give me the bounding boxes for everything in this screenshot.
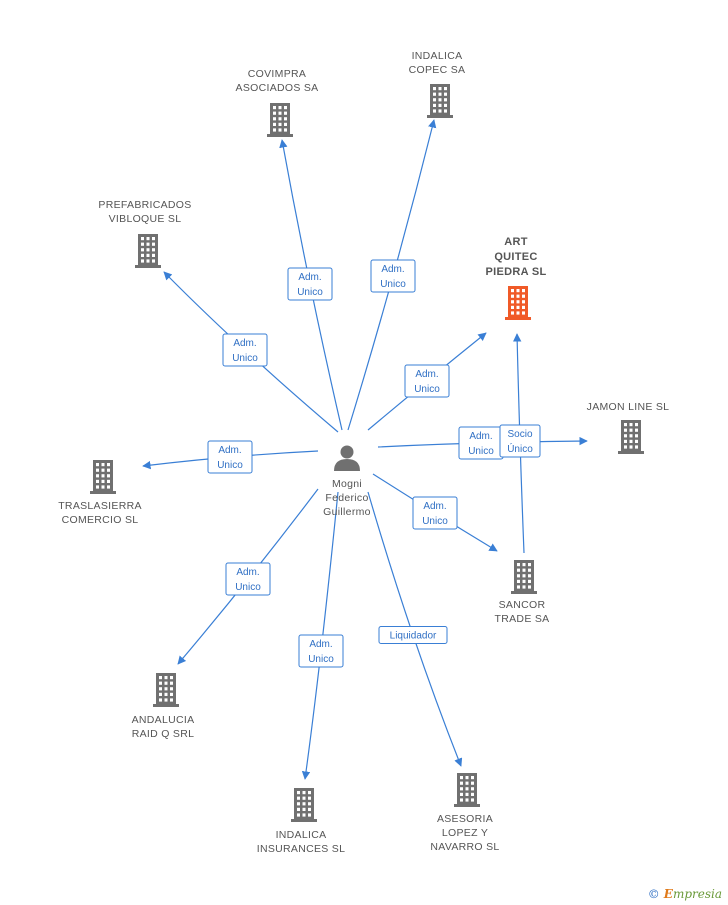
company-name-line: INSURANCES SL <box>257 843 346 855</box>
edge-label-box <box>370 259 416 293</box>
company-name-line: INDALICA <box>276 829 327 841</box>
edge-label-asesoria[interactable]: Liquidador <box>378 626 448 644</box>
edge-label-text: Liquidador <box>390 631 437 642</box>
company-node-art-quitec[interactable]: ART QUITEC PIEDRA SL <box>486 236 547 320</box>
edge-label-box <box>225 562 271 596</box>
building-icon <box>505 286 531 320</box>
company-name-line: JAMON LINE SL <box>587 401 670 413</box>
edge-label-text: Adm. <box>309 639 332 650</box>
company-name-line: COVIMPRA <box>248 68 306 80</box>
edge-label-box <box>499 424 541 458</box>
edge-label-text: Único <box>507 442 533 455</box>
company-node-indalica-insurances[interactable]: INDALICA INSURANCES SL <box>257 788 346 855</box>
company-name-line: LOPEZ Y <box>442 827 488 839</box>
company-node-sancor[interactable]: SANCOR TRADE SA <box>495 560 550 625</box>
edge-label-text: Adm. <box>423 501 446 512</box>
edge-label-box <box>287 267 333 301</box>
person-icon <box>334 445 360 471</box>
edge-label-text: Unico <box>422 516 448 527</box>
company-name-line: NAVARRO SL <box>430 841 499 853</box>
edge-label-box <box>207 440 253 474</box>
building-icon <box>267 103 293 137</box>
edge-label-box <box>378 626 448 644</box>
company-name-line: ART <box>504 236 528 248</box>
company-name-line: TRASLASIERRA <box>58 500 142 512</box>
company-node-covimpra[interactable]: COVIMPRA ASOCIADOS SA <box>236 68 319 137</box>
copyright-icon: © <box>647 887 660 901</box>
edge-labels-layer: Adm.UnicoAdm.UnicoAdm.UnicoAdm.UnicoAdm.… <box>207 259 541 668</box>
company-name-line: RAID Q SRL <box>132 728 195 740</box>
edge-label-text: Socio <box>507 429 532 440</box>
edge-label-text: Unico <box>232 353 258 364</box>
company-node-jamon-line[interactable]: JAMON LINE SL <box>587 401 670 454</box>
company-name-line: ASESORIA <box>437 813 493 825</box>
company-node-prefabricados[interactable]: PREFABRICADOS VIBLOQUE SL <box>98 199 191 268</box>
edge-label-prefabricados[interactable]: Adm. Unico <box>222 333 268 367</box>
company-name-line: VIBLOQUE SL <box>109 213 182 225</box>
edge-label-box <box>404 364 450 398</box>
building-icon <box>153 673 179 707</box>
company-node-indalica-copec[interactable]: INDALICA COPEC SA <box>409 50 466 118</box>
edge-label-sancor[interactable]: Adm. Unico <box>412 496 458 530</box>
company-name-line: QUITEC <box>494 251 537 263</box>
edge-label-text: Unico <box>297 287 323 298</box>
company-name-line: COPEC SA <box>409 64 466 76</box>
edge-label-text: Unico <box>308 654 334 665</box>
edge-label-text: Adm. <box>218 445 241 456</box>
company-name-line: PIEDRA SL <box>486 266 547 278</box>
edge-label-art-quitec[interactable]: Adm. Unico <box>404 364 450 398</box>
company-name-line: TRADE SA <box>495 613 550 625</box>
company-name-line: COMERCIO SL <box>62 514 139 526</box>
company-name-line: INDALICA <box>412 50 463 62</box>
empresia-footer[interactable]: ©Empresia <box>648 887 722 901</box>
edge-label-traslasierra[interactable]: Adm. Unico <box>207 440 253 474</box>
edge-label-text: Unico <box>217 460 243 471</box>
building-icon <box>291 788 317 822</box>
edge-label-text: Unico <box>380 279 406 290</box>
person-name-line: Guillermo <box>323 506 371 518</box>
edge-label-text: Adm. <box>298 272 321 283</box>
building-icon <box>454 773 480 807</box>
edge-label-text: Adm. <box>236 567 259 578</box>
building-icon <box>511 560 537 594</box>
building-icon <box>90 460 116 494</box>
person-name-line: Federico <box>325 492 368 504</box>
company-node-andalucia[interactable]: ANDALUCIA RAID Q SRL <box>132 673 195 740</box>
company-name-line: SANCOR <box>499 599 546 611</box>
company-name-line: PREFABRICADOS <box>98 199 191 211</box>
company-node-asesoria[interactable]: ASESORIA LOPEZ Y NAVARRO SL <box>430 773 499 853</box>
edge-label-indalica-copec[interactable]: Adm. Unico <box>370 259 416 293</box>
company-name-line: ANDALUCIA <box>132 714 195 726</box>
edge-label-box <box>298 634 344 668</box>
person-name-line: Mogni <box>332 478 362 490</box>
edge-label-text: Adm. <box>415 369 438 380</box>
edge-label-box <box>412 496 458 530</box>
edge-label-text: Unico <box>414 384 440 395</box>
building-icon <box>427 84 453 118</box>
building-icon <box>135 234 161 268</box>
edge-label-text: Adm. <box>469 431 492 442</box>
edge-label-jamon-line[interactable]: Adm. Unico <box>458 426 504 460</box>
edge-label-text: Unico <box>468 446 494 457</box>
edge-label-covimpra[interactable]: Adm. Unico <box>287 267 333 301</box>
brand-name: mpresia <box>672 887 722 901</box>
edge-label-text: Adm. <box>233 338 256 349</box>
brand-initial: E <box>663 887 673 901</box>
edge-label-text: Adm. <box>381 264 404 275</box>
edge-label-text: Unico <box>235 582 261 593</box>
edge-label-box <box>222 333 268 367</box>
building-icon <box>618 420 644 454</box>
edge-label-indalica-insurances[interactable]: Adm. Unico <box>298 634 344 668</box>
company-node-traslasierra[interactable]: TRASLASIERRA COMERCIO SL <box>58 460 142 526</box>
edge-label-andalucia[interactable]: Adm. Unico <box>225 562 271 596</box>
company-name-line: ASOCIADOS SA <box>236 82 319 94</box>
